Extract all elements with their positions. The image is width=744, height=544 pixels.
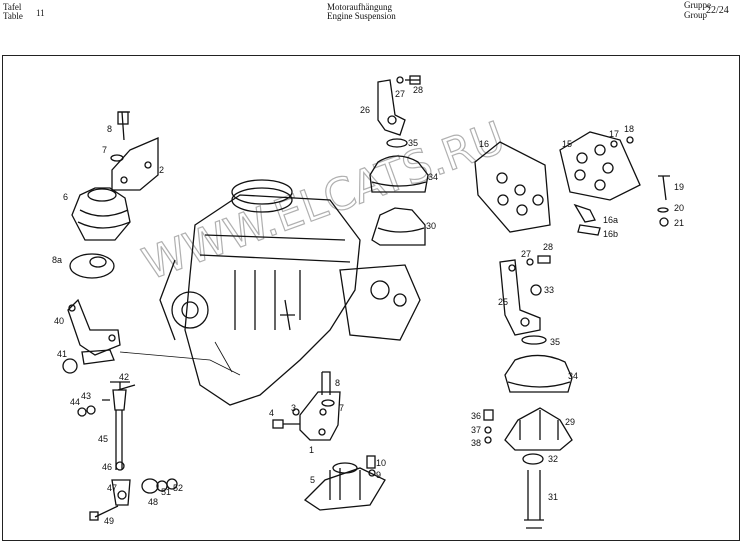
part-label: 34 — [568, 371, 578, 381]
part-label: 37 — [471, 425, 481, 435]
part-label: 33 — [544, 285, 554, 295]
part-label: 15 — [562, 139, 572, 149]
part-label: 41 — [57, 349, 67, 359]
link-rod-45 — [77, 381, 178, 521]
part-label: 20 — [674, 203, 684, 213]
part-label: 3 — [291, 403, 296, 413]
part-label: 26 — [360, 105, 370, 115]
part-label: 18 — [624, 124, 634, 134]
group-label: Group — [684, 10, 707, 20]
part-label: 5 — [310, 475, 315, 485]
part-label: 19 — [674, 182, 684, 192]
part-label: 21 — [674, 218, 684, 228]
rubber-mounts-34-29 — [483, 354, 573, 529]
rubber-mounts-34-30 — [369, 138, 429, 246]
part-label: 52 — [173, 483, 183, 493]
bracket-26 — [377, 75, 421, 136]
part-label: 49 — [104, 516, 114, 526]
part-label: 8a — [52, 255, 62, 265]
part-label: 7 — [339, 403, 344, 413]
part-label: 43 — [81, 391, 91, 401]
part-label: 32 — [548, 454, 558, 464]
table-number: 11 — [36, 8, 45, 18]
part-label: 48 — [148, 497, 158, 507]
part-label: 28 — [543, 242, 553, 252]
part-label: 36 — [471, 411, 481, 421]
part-label: 27 — [521, 249, 531, 259]
front-bracket-2 — [110, 111, 159, 191]
part-label: 34 — [428, 172, 438, 182]
part-label: 38 — [471, 438, 481, 448]
group-number: 22/24 — [706, 5, 729, 16]
part-label: 47 — [107, 483, 117, 493]
diagram-frame — [2, 55, 740, 541]
bracket-40 — [62, 298, 121, 374]
part-label: 27 — [395, 89, 405, 99]
part-label: 51 — [161, 487, 171, 497]
part-label: 8 — [335, 378, 340, 388]
part-label: 31 — [548, 492, 558, 502]
part-label: 35 — [550, 337, 560, 347]
part-label: 16b — [603, 229, 618, 239]
part-label: 8 — [107, 124, 112, 134]
part-label: 25 — [498, 297, 508, 307]
table-label: Table — [3, 11, 23, 21]
part-label: 2 — [159, 165, 164, 175]
part-label: 44 — [70, 397, 80, 407]
title-german: Motoraufhängung — [327, 2, 392, 12]
part-label: 42 — [119, 372, 129, 382]
part-label: 16 — [479, 139, 489, 149]
part-label: 30 — [426, 221, 436, 231]
part-label: 1 — [309, 445, 314, 455]
part-label: 4 — [269, 408, 274, 418]
bracket-1 — [272, 371, 341, 441]
engine-mount-5 — [303, 455, 386, 511]
part-label: 9 — [376, 470, 381, 480]
part-label: 28 — [413, 85, 423, 95]
bracket-15 — [559, 131, 670, 236]
part-label: 35 — [408, 138, 418, 148]
part-labels: 8 7 2 6 8a 40 41 42 43 44 45 46 47 48 49… — [52, 85, 684, 526]
title-english: Engine Suspension — [327, 11, 396, 21]
gruppe-label: Gruppe — [684, 0, 711, 10]
part-label: 10 — [376, 458, 386, 468]
watermark: WWW.ELCATS.RU — [136, 112, 511, 290]
part-label: 16a — [603, 215, 618, 225]
part-label: 45 — [98, 434, 108, 444]
part-label: 17 — [609, 129, 619, 139]
part-label: 6 — [63, 192, 68, 202]
ring-8a — [69, 253, 115, 279]
part-label: 46 — [102, 462, 112, 472]
tafel-label: Tafel — [3, 2, 22, 12]
part-label: 40 — [54, 316, 64, 326]
engine-block-illustration — [159, 179, 421, 406]
part-label: 29 — [565, 417, 575, 427]
bracket-16 — [474, 141, 551, 233]
part-label: 7 — [102, 145, 107, 155]
bracket-25 — [499, 255, 551, 345]
leader-lines — [119, 341, 241, 376]
rubber-mount-6 — [71, 187, 131, 241]
